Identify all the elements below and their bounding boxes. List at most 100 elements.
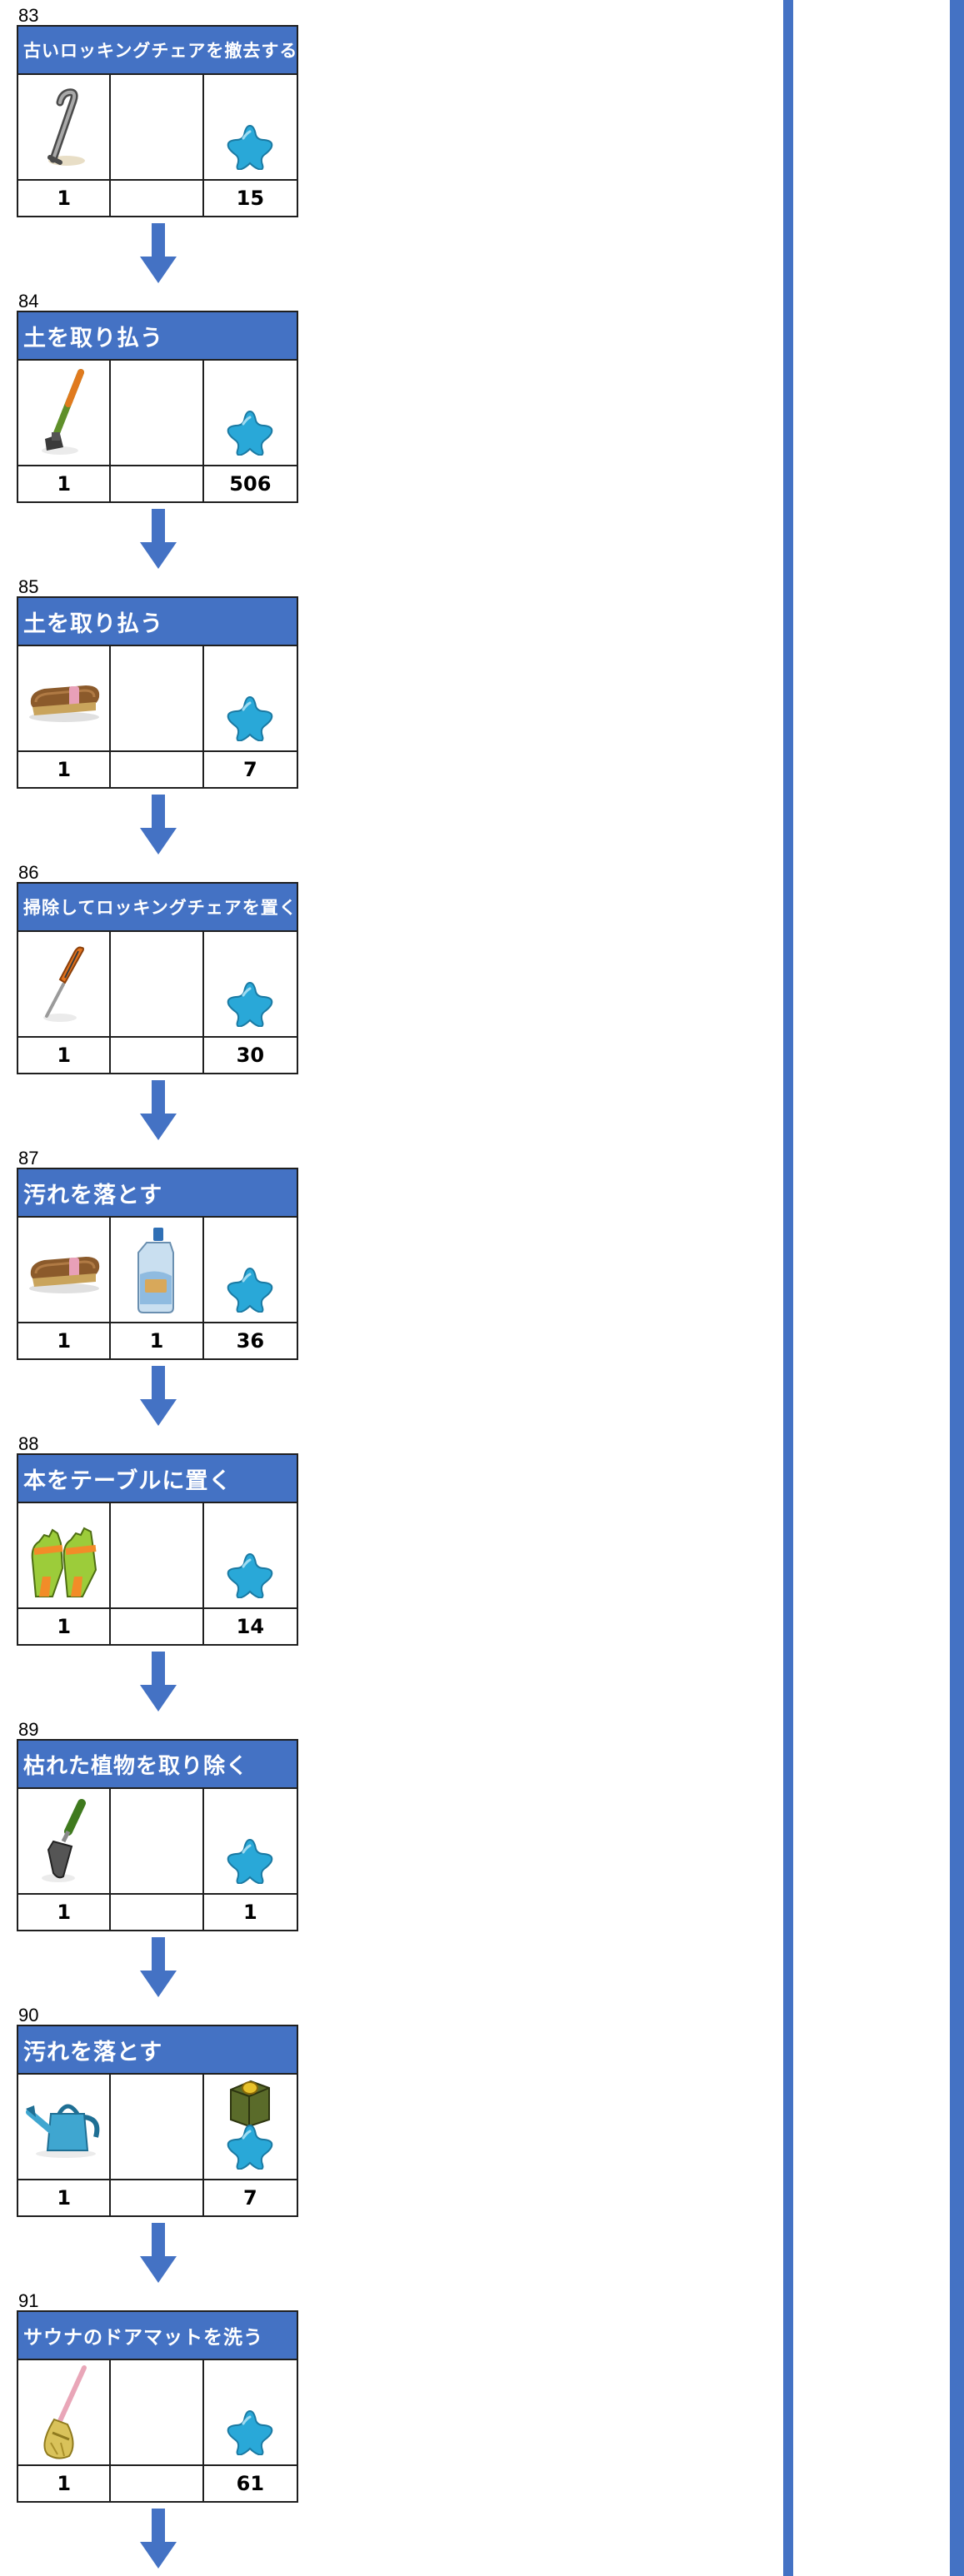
step-number: 89 — [18, 1719, 39, 1740]
star-count: 14 — [236, 1615, 265, 1638]
tool-count — [111, 1038, 204, 1073]
down-arrow-icon — [140, 1080, 177, 1144]
reward-cell — [204, 932, 297, 1036]
step-card: 枯れた植物を取り除く 1 1 — [17, 1739, 298, 1931]
step-number: 83 — [18, 5, 39, 26]
down-arrow-icon — [140, 223, 177, 287]
step-number: 84 — [18, 291, 39, 311]
step-items-row — [18, 361, 297, 466]
watering-can-icon — [22, 2094, 106, 2160]
star-icon — [225, 1837, 275, 1888]
star-count: 506 — [229, 472, 272, 496]
star-count: 7 — [243, 2186, 257, 2210]
step-items-row — [18, 646, 297, 752]
tool-cell — [111, 2360, 204, 2464]
tool-count — [111, 181, 204, 216]
tool-cell — [18, 932, 112, 1036]
step-number: 85 — [18, 576, 39, 597]
step-title: 汚れを落とす — [18, 1169, 297, 1218]
step-number: 91 — [18, 2290, 39, 2311]
step-title: 掃除してロッキングチェアを置く — [18, 884, 297, 932]
step-items-row — [18, 1789, 297, 1895]
reward-cell — [204, 2075, 297, 2179]
tool-cell — [18, 1789, 112, 1893]
step-title: 土を取り払う — [18, 598, 297, 646]
divider-bar — [783, 0, 793, 2576]
tool-count — [111, 1609, 204, 1644]
star-icon — [225, 695, 275, 745]
tool-cell — [18, 2360, 112, 2464]
down-arrow-icon — [140, 2509, 177, 2573]
tool-cell — [18, 1218, 112, 1322]
star-icon — [225, 1552, 275, 1602]
star-count: 1 — [243, 1901, 257, 1924]
scrub-brush-icon — [24, 672, 104, 725]
down-arrow-icon — [140, 795, 177, 859]
broom-icon — [32, 2364, 96, 2461]
star-icon — [225, 2123, 275, 2174]
reward-cell — [204, 646, 297, 750]
tool-count: 1 — [18, 2180, 112, 2215]
screwdriver-icon — [35, 943, 93, 1026]
step-card: 本をテーブルに置く 1 14 — [17, 1453, 298, 1646]
tool-cell — [111, 75, 204, 179]
tool-count: 1 — [18, 752, 112, 787]
reward-cell — [204, 75, 297, 179]
down-arrow-icon — [140, 509, 177, 573]
step-title: 本をテーブルに置く — [18, 1455, 297, 1503]
step-items-row — [18, 75, 297, 181]
step-title: 土を取り払う — [18, 312, 297, 361]
step-number: 87 — [18, 1148, 39, 1168]
tool-cell — [111, 1218, 204, 1322]
tool-cell — [18, 361, 112, 465]
down-arrow-icon — [140, 2223, 177, 2287]
tool-count — [111, 466, 204, 501]
star-icon — [225, 2409, 275, 2459]
gloves-icon — [24, 1510, 104, 1602]
tool-cell — [111, 2075, 204, 2179]
tool-cell — [18, 1503, 112, 1607]
tool-count — [111, 752, 204, 787]
step-items-row — [18, 932, 297, 1038]
tool-cell — [111, 646, 204, 750]
tool-count — [111, 2466, 204, 2501]
step-number: 90 — [18, 2005, 39, 2025]
tool-count: 1 — [18, 466, 112, 501]
step-title: サウナのドアマットを洗う — [18, 2312, 297, 2360]
reward-cell — [204, 2360, 297, 2464]
tool-count: 1 — [18, 1895, 112, 1930]
crowbar-icon — [35, 86, 93, 169]
step-title: 枯れた植物を取り除く — [18, 1741, 297, 1789]
tool-cell — [111, 1789, 204, 1893]
tool-count: 1 — [111, 1323, 204, 1358]
tool-cell — [18, 2075, 112, 2179]
step-items-row — [18, 1503, 297, 1609]
tool-count: 1 — [18, 1609, 112, 1644]
step-number: 88 — [18, 1433, 39, 1454]
detergent-bottle-icon — [132, 1224, 182, 1316]
scrollbar-edge — [950, 0, 964, 2576]
hoe-icon — [35, 367, 93, 459]
reward-cell — [204, 361, 297, 465]
tool-cell — [111, 1503, 204, 1607]
star-count: 7 — [243, 758, 257, 781]
tool-count: 1 — [18, 181, 112, 216]
tool-count: 1 — [18, 1038, 112, 1073]
coin-block-icon — [227, 2078, 272, 2132]
reward-cell — [204, 1503, 297, 1607]
step-counts-row: 1 14 — [18, 1609, 297, 1644]
